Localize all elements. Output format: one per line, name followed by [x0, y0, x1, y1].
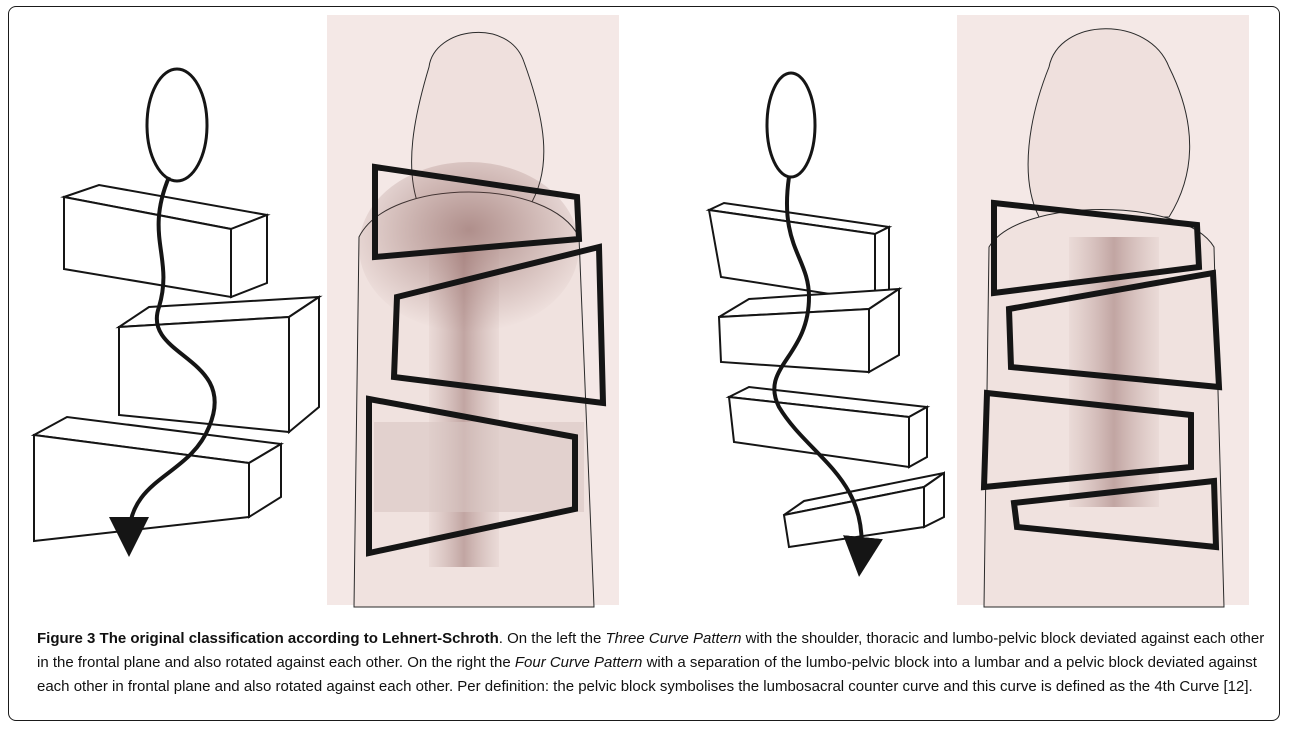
pelvic-block — [784, 473, 944, 547]
head-ellipse — [147, 69, 207, 181]
three-curve-pattern: Three Curve Pattern — [606, 630, 742, 647]
figure-illustration — [9, 7, 1280, 617]
head-ellipse — [767, 73, 815, 177]
caption-part1: On the left the — [507, 630, 601, 647]
figure-title: The original classification according to… — [100, 630, 499, 647]
thoracic-block — [119, 297, 319, 432]
shoulder-block — [64, 185, 267, 297]
lumbar-block — [729, 387, 927, 467]
figure-label: Figure 3 — [37, 630, 95, 647]
lumbo-pelvic-block — [34, 417, 281, 541]
three-curve-block-diagram — [34, 69, 319, 541]
four-curve-block-diagram — [709, 73, 944, 557]
shoulder-block — [709, 203, 889, 301]
four-curve-pattern: Four Curve Pattern — [515, 654, 643, 671]
four-curve-patient-photo — [957, 15, 1249, 607]
figure-frame: Figure 3 The original classification acc… — [8, 6, 1280, 721]
figure-caption: Figure 3 The original classification acc… — [37, 627, 1277, 699]
three-curve-patient-photo — [327, 15, 619, 607]
